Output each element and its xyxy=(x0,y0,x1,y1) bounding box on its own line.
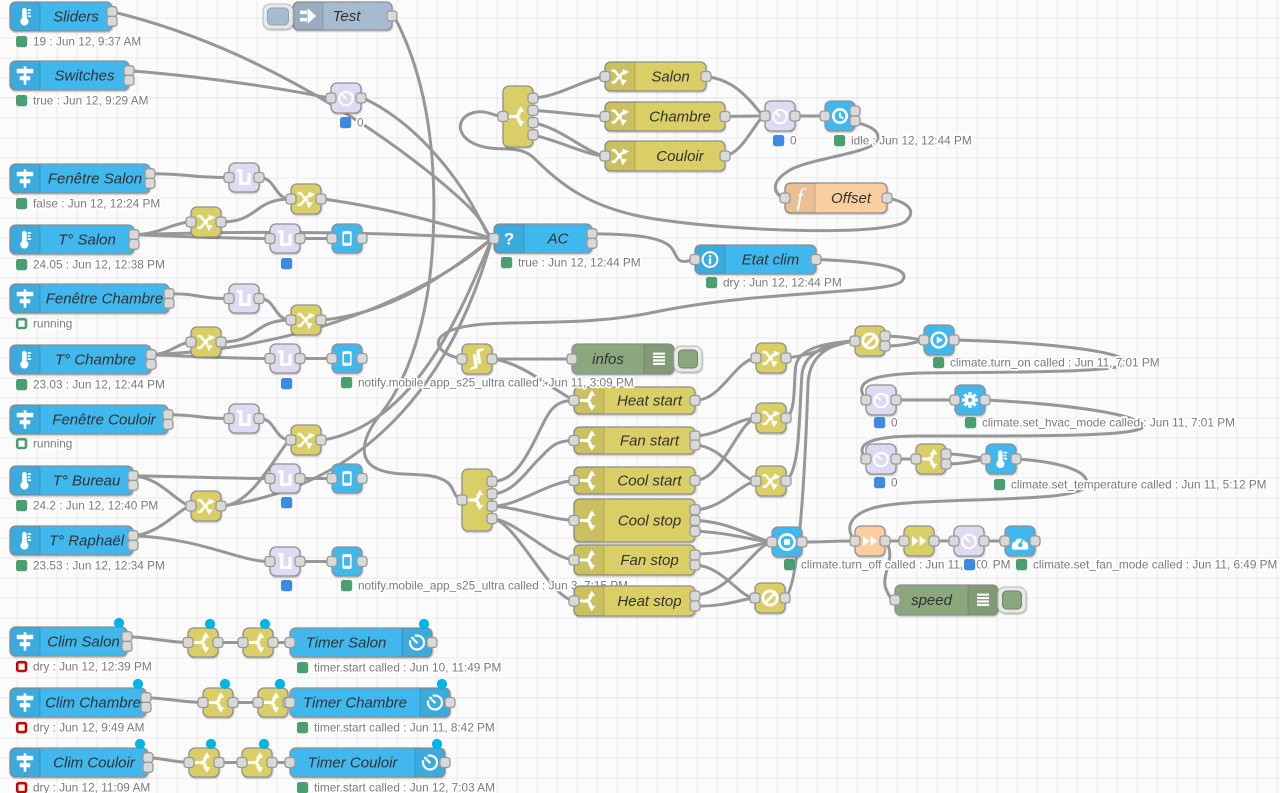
svg-text:Timer Chambre: Timer Chambre xyxy=(303,695,407,712)
svg-text:notify.mobile_app_s25_ultra ca: notify.mobile_app_s25_ultra called : Jun… xyxy=(358,579,628,593)
svg-text:T° Bureau: T° Bureau xyxy=(53,473,121,490)
svg-text:timer.start called : Jun 12, 7: timer.start called : Jun 12, 7:03 AM xyxy=(314,781,495,793)
svg-text:Fenêtre Couloir: Fenêtre Couloir xyxy=(52,412,156,429)
svg-text:Timer Salon: Timer Salon xyxy=(306,635,387,652)
svg-text:dry : Jun 12, 12:39 PM: dry : Jun 12, 12:39 PM xyxy=(33,660,152,674)
svg-text:T° Chambre: T° Chambre xyxy=(55,352,136,369)
svg-text:Clim Couloir: Clim Couloir xyxy=(53,755,136,772)
svg-text:running: running xyxy=(33,437,72,451)
svg-text:Sliders: Sliders xyxy=(53,9,99,26)
svg-text:Cool start: Cool start xyxy=(617,473,682,490)
svg-text:Timer Couloir: Timer Couloir xyxy=(308,755,399,772)
svg-text:dry : Jun 12, 9:49 AM: dry : Jun 12, 9:49 AM xyxy=(33,721,144,735)
svg-text:Couloir: Couloir xyxy=(656,148,705,165)
svg-text:Etat clim: Etat clim xyxy=(742,252,800,269)
svg-text:19 : Jun 12, 9:37 AM: 19 : Jun 12, 9:37 AM xyxy=(33,35,141,49)
svg-text:Chambre: Chambre xyxy=(649,109,711,126)
svg-text:speed: speed xyxy=(911,592,953,609)
svg-text:24.05 : Jun 12, 12:38 PM: 24.05 : Jun 12, 12:38 PM xyxy=(33,258,165,272)
svg-text:Test: Test xyxy=(333,8,362,25)
svg-text:idle : Jun 12, 12:44 PM: idle : Jun 12, 12:44 PM xyxy=(851,134,972,148)
svg-text:0: 0 xyxy=(891,476,898,490)
svg-text:running: running xyxy=(33,317,72,331)
svg-text:Offset: Offset xyxy=(831,190,872,207)
svg-text:Fenêtre Salon: Fenêtre Salon xyxy=(48,171,142,188)
svg-text:Clim Chambre: Clim Chambre xyxy=(45,695,141,712)
svg-text:0: 0 xyxy=(981,558,988,572)
svg-text:?: ? xyxy=(504,230,514,249)
svg-text:AC: AC xyxy=(547,231,569,248)
svg-text:notify.mobile_app_s25_ultra ca: notify.mobile_app_s25_ultra called : Jun… xyxy=(358,376,634,390)
svg-text:Cool stop: Cool stop xyxy=(618,513,681,530)
svg-text:23.03 : Jun 12, 12:44 PM: 23.03 : Jun 12, 12:44 PM xyxy=(33,378,165,392)
svg-text:Salon: Salon xyxy=(651,69,689,86)
svg-text:Fan stop: Fan stop xyxy=(620,552,678,569)
svg-text:T° Salon: T° Salon xyxy=(58,232,116,249)
svg-text:23.53 : Jun 12, 12:34 PM: 23.53 : Jun 12, 12:34 PM xyxy=(33,559,165,573)
svg-text:Fenêtre Chambre: Fenêtre Chambre xyxy=(46,291,164,308)
svg-text:dry : Jun 12, 11:09 AM: dry : Jun 12, 11:09 AM xyxy=(33,781,150,793)
svg-text:Clim Salon: Clim Salon xyxy=(47,634,120,651)
svg-text:0: 0 xyxy=(357,116,364,130)
svg-text:infos: infos xyxy=(592,351,624,368)
svg-text:true : Jun 12, 12:44 PM: true : Jun 12, 12:44 PM xyxy=(518,256,641,270)
svg-text:Switches: Switches xyxy=(54,68,115,85)
svg-text:24.2 : Jun 12, 12:40 PM: 24.2 : Jun 12, 12:40 PM xyxy=(33,499,158,513)
svg-text:true : Jun 12, 9:29 AM: true : Jun 12, 9:29 AM xyxy=(33,94,148,108)
svg-text:climate.set_hvac_mode called :: climate.set_hvac_mode called : Jun 11, 7… xyxy=(982,416,1235,430)
svg-text:climate.set_temperature called: climate.set_temperature called : Jun 11,… xyxy=(1011,478,1267,492)
svg-text:climate.turn_on called : Jun 1: climate.turn_on called : Jun 11, 7:01 PM xyxy=(950,356,1160,370)
svg-text:climate.turn_off called : Jun: climate.turn_off called : Jun 11, 7:02 P… xyxy=(801,558,1010,572)
svg-text:climate.set_fan_mode called :: climate.set_fan_mode called : Jun 11, 6:… xyxy=(1033,558,1277,572)
svg-text:0: 0 xyxy=(891,416,898,430)
svg-text:timer.start called : Jun 10, 1: timer.start called : Jun 10, 11:49 PM xyxy=(314,661,501,675)
svg-text:Heat start: Heat start xyxy=(617,393,683,410)
svg-text:Fan start: Fan start xyxy=(620,433,680,450)
svg-text:T° Raphaël: T° Raphaël xyxy=(49,533,125,550)
svg-text:dry : Jun 12, 12:44 PM: dry : Jun 12, 12:44 PM xyxy=(723,276,842,290)
svg-text:0: 0 xyxy=(790,134,797,148)
svg-text:Heat stop: Heat stop xyxy=(617,593,681,610)
svg-text:false : Jun 12, 12:24 PM: false : Jun 12, 12:24 PM xyxy=(33,197,160,211)
svg-text:f: f xyxy=(797,186,807,212)
svg-text:timer.start called : Jun 11, 8: timer.start called : Jun 11, 8:42 PM xyxy=(314,721,495,735)
